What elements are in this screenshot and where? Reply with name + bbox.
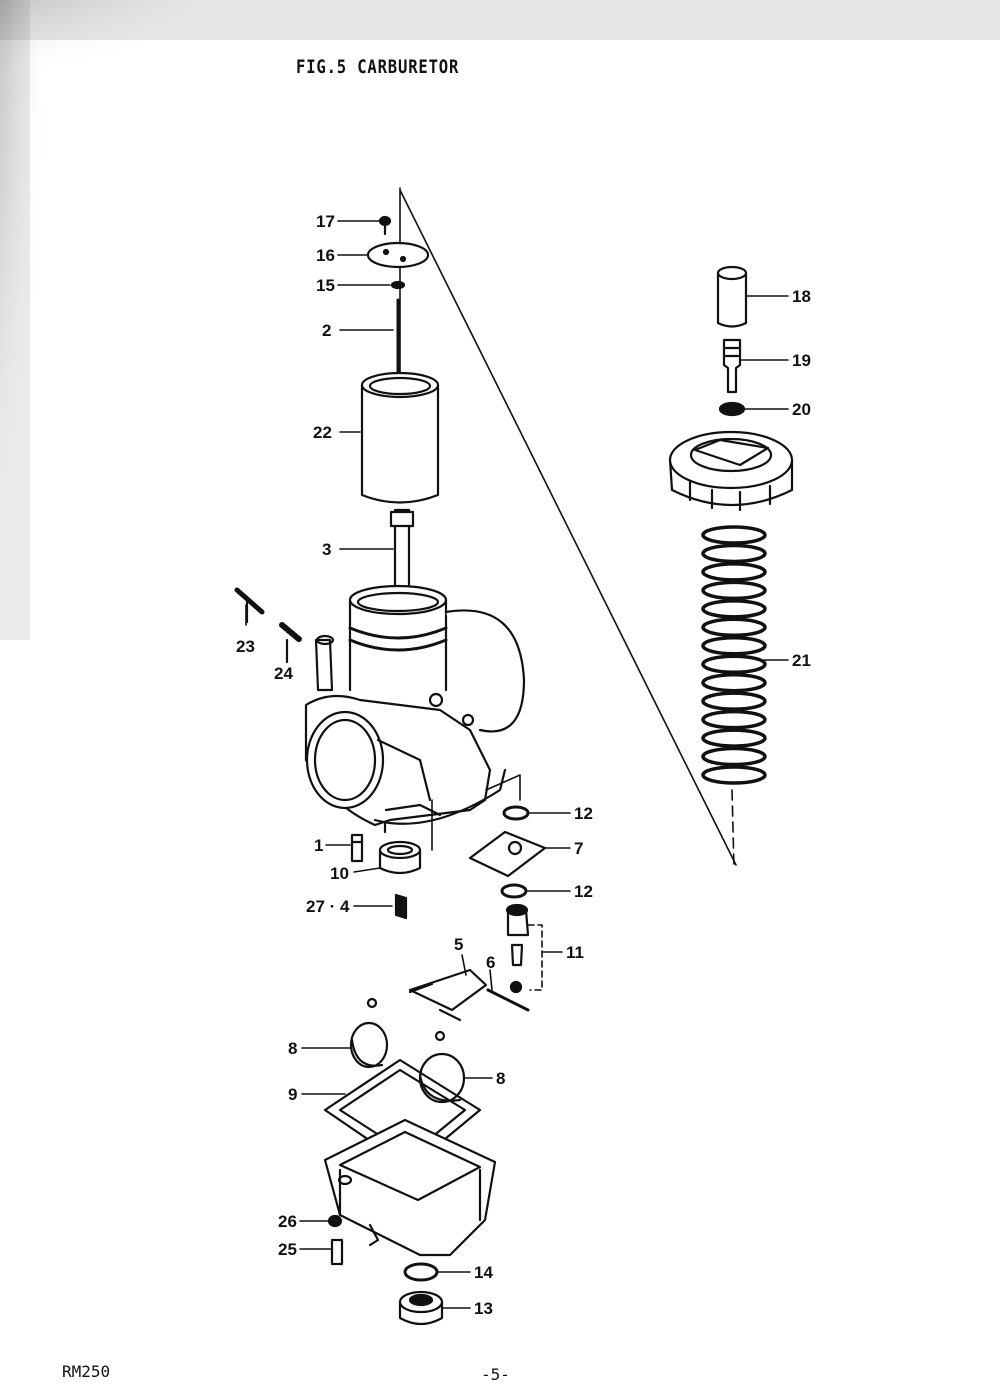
mixing-chamber-top: [668, 430, 794, 512]
part-8-float-left: [349, 997, 389, 1069]
part-20-nut: [718, 401, 746, 417]
callout-2: 2: [322, 321, 331, 340]
part-10-cap: [378, 840, 422, 875]
part-16-plate: [366, 241, 430, 269]
part-1-screw: [350, 833, 364, 863]
part-8-float-right: [418, 1030, 466, 1104]
callout-5: 5: [454, 935, 463, 954]
part-21-spring: [701, 525, 767, 785]
spring-coil: [701, 654, 767, 674]
callout-3: 3: [322, 540, 331, 559]
callout-9: 9: [288, 1085, 297, 1104]
callout-15: 15: [316, 276, 335, 295]
callout-20: 20: [792, 400, 811, 419]
spring-coil: [701, 672, 767, 693]
part-6-pin: [486, 988, 530, 1012]
part-26-washer: [327, 1214, 343, 1228]
callout-7: 7: [574, 839, 583, 858]
callout-18: 18: [792, 287, 811, 306]
callout-23: 23: [236, 637, 255, 656]
callout-12-upper: 12: [574, 804, 593, 823]
callout-6: 6: [486, 953, 495, 972]
part-12-washer-upper: [502, 805, 530, 821]
callout-19: 19: [792, 351, 811, 370]
part-4-main-jet: [394, 893, 408, 920]
part-12-washer-lower: [500, 883, 528, 899]
callout-25: 25: [278, 1240, 297, 1259]
spring-coil: [701, 691, 767, 711]
leader-lines: [245, 220, 789, 1309]
callout-14: 14: [474, 1263, 493, 1282]
callout-8-left: 8: [288, 1039, 297, 1058]
callout-10: 10: [330, 864, 349, 883]
part-17-screw: [378, 215, 392, 236]
part-15-clip: [390, 280, 406, 290]
spring-coil: [701, 765, 767, 785]
part-7-baffle: [468, 830, 547, 878]
page-number: -5-: [481, 1365, 510, 1384]
callout-17: 17: [316, 212, 335, 231]
part-11-needle-valve: [505, 903, 543, 994]
callout-8-right: 8: [496, 1069, 505, 1088]
part-22-throttle-valve: [360, 371, 440, 504]
spring-coil: [701, 599, 767, 619]
callout-22: 22: [313, 423, 332, 442]
spring-coil: [701, 636, 767, 656]
float-chamber: [323, 1118, 497, 1257]
callout-13: 13: [474, 1299, 493, 1318]
carburetor-body: [304, 584, 526, 834]
callout-12-lower: 12: [574, 882, 593, 901]
spring-coil: [701, 728, 767, 748]
callout-16: 16: [316, 246, 335, 265]
callout-11: 11: [566, 943, 584, 962]
spring-coil: [701, 525, 767, 545]
spring-coil: [701, 617, 767, 638]
callout-21: 21: [792, 651, 811, 670]
part-3-needle-jet: [389, 508, 415, 604]
spring-coil: [701, 543, 767, 564]
part-25-screw: [330, 1238, 344, 1266]
part-14-o-ring: [403, 1262, 439, 1282]
callout-27-4: 27 · 4: [306, 897, 350, 916]
spring-coil: [701, 580, 767, 601]
callout-24: 24: [274, 664, 293, 683]
part-23-screw: [234, 587, 265, 624]
part-13-plug: [398, 1290, 444, 1326]
part-24-spring: [279, 622, 303, 643]
spring-coil: [701, 709, 767, 730]
model-code: RM250: [62, 1362, 111, 1381]
part-18-rubber-cap: [716, 265, 748, 328]
figure-title: FIG.5 CARBURETOR: [296, 56, 460, 78]
callout-labels: 17 16 15 2 22 3 23 24 1 10 27 · 4 12 7 1…: [236, 212, 811, 1318]
spring-coil: [701, 562, 767, 582]
callout-26: 26: [278, 1212, 297, 1231]
spring-coil: [701, 746, 767, 767]
part-19-adjuster: [722, 338, 742, 394]
callout-1: 1: [314, 836, 323, 855]
scan-noise: [0, 0, 1000, 640]
part-5-float-arm: [408, 968, 488, 1022]
